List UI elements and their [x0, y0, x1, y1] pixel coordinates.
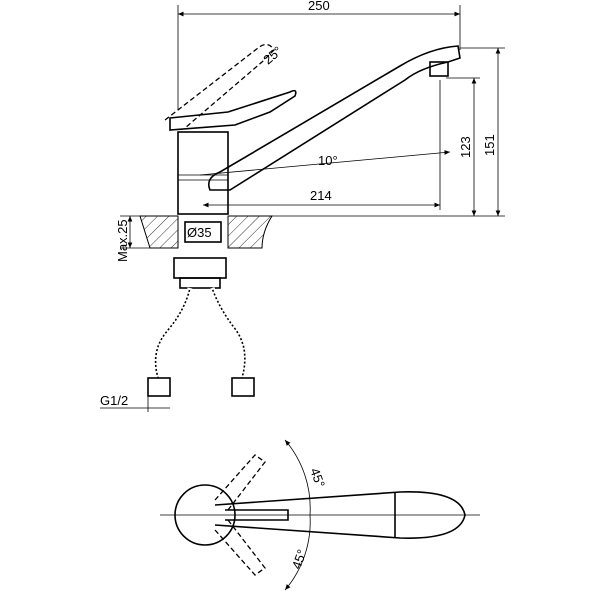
label-max-25: Max.25 [115, 219, 130, 262]
lever-raised-position [164, 43, 275, 129]
lever-handle [169, 89, 297, 131]
dimension-spout-angle: 10° [199, 150, 451, 176]
label-45-bottom: 45° [289, 547, 310, 571]
label-g12: G1/2 [100, 393, 128, 408]
label-10deg: 10° [318, 153, 338, 168]
label-lever-angle: 25° [260, 43, 285, 67]
hoses: G1/2 [100, 257, 255, 412]
label-diameter-35: Ø35 [187, 225, 212, 240]
countertop-section: Ø35 Max.25 [115, 215, 273, 262]
label-123: 123 [458, 136, 473, 158]
label-250: 250 [308, 0, 330, 13]
dimension-heights: 123 151 [270, 47, 505, 217]
label-151: 151 [482, 134, 497, 156]
aerator [429, 61, 449, 77]
dimension-overall-length: 250 [177, 0, 461, 110]
label-214: 214 [310, 188, 332, 203]
faucet-plan-view: 45° 45° [160, 439, 480, 591]
label-45-top: 45° [307, 466, 328, 490]
dimension-spout-reach: 214 [203, 80, 441, 210]
spout [207, 45, 461, 191]
